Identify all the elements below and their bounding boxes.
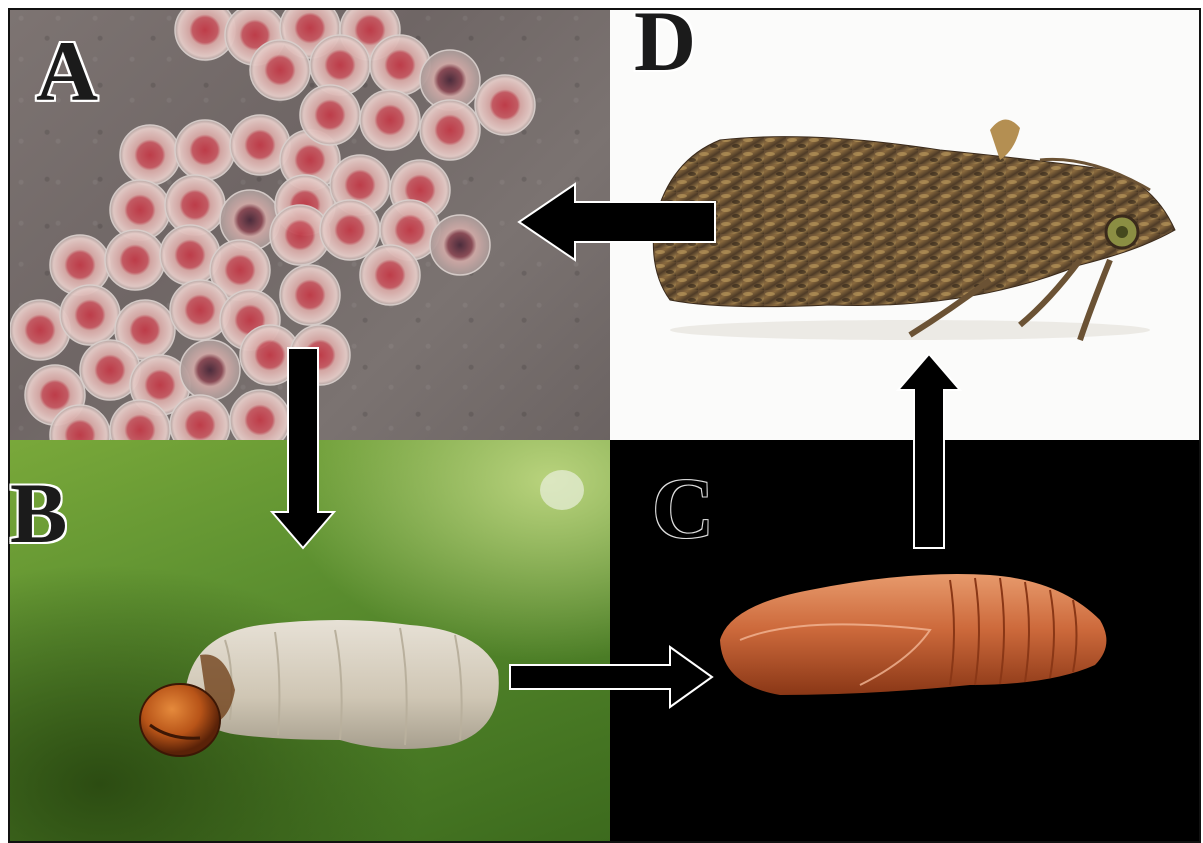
panel-label-d: D <box>634 0 696 84</box>
arrows-layer <box>10 10 1201 843</box>
panel-label-c: C <box>652 465 714 551</box>
arrow-b-to-c <box>510 647 712 707</box>
panel-label-a: A <box>36 28 98 114</box>
figure-frame <box>8 8 1201 843</box>
arrow-a-to-b <box>272 348 334 548</box>
panel-label-b: B <box>10 470 67 556</box>
arrow-c-to-d <box>898 354 960 548</box>
arrow-d-to-a <box>519 184 715 260</box>
